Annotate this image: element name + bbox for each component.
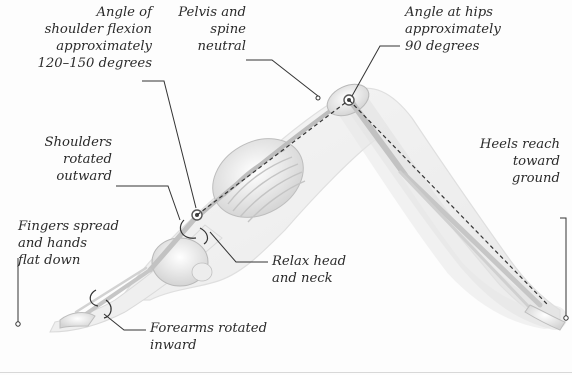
label-angle-at-hips: Angle at hips approximately 90 degrees: [405, 4, 535, 55]
body-silhouette: [50, 88, 560, 332]
bottom-divider: [0, 372, 572, 373]
label-fingers-spread: Fingers spread and hands flat down: [18, 218, 138, 269]
label-pelvis-spine-neutral: Pelvis and spine neutral: [150, 4, 246, 55]
label-heels-reach-ground: Heels reach toward ground: [450, 136, 560, 187]
label-relax-head-neck: Relax head and neck: [272, 253, 382, 287]
label-shoulders-rotated: Shoulders rotated outward: [10, 134, 112, 185]
label-forearms-rotated: Forearms rotated inward: [150, 320, 290, 354]
label-angle-shoulder-flexion: Angle of shoulder flexion approximately …: [0, 4, 152, 72]
